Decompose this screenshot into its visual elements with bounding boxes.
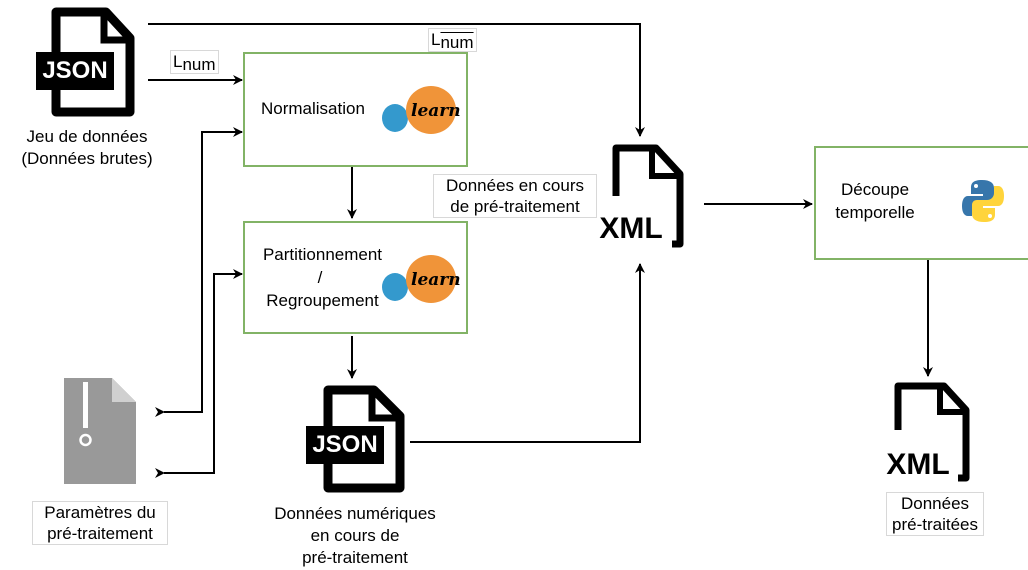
num-json-icon-text: JSON [312,431,378,458]
num-json-label-2: en cours de [310,526,400,545]
sklearn-logo [382,86,456,134]
partitionnement-box: Partitionnement / Regroupement scikit le… [243,221,468,334]
sklearn-logo [382,255,456,303]
decoupe-line1: Découpe [840,180,910,199]
num-json-label-3: pré-traitement [302,548,408,567]
normalisation-label: Normalisation [261,99,365,118]
partitionnement-line1: Partitionnement [262,245,383,264]
edge-json-to-xml [410,263,645,443]
decoupe-line2: temporelle [835,203,915,222]
python-logo-icon [962,180,1004,222]
xml-mid-icon-text: XML [599,212,663,245]
sklearn-logo-text: learn [411,101,461,121]
params-label: Paramètres du pré-traitement [32,501,168,545]
sklearn-small-text: scikit [417,80,431,86]
edge-label-lnum-bar: Lnum [428,28,477,52]
xml-out-label: Données pré-traitées [886,492,984,536]
decoupe-box: Découpe temporelle [814,146,1028,260]
edge-label-donnees-en-cours: Données en cours de pré-traitement [433,174,597,218]
sklearn-small-text: scikit [417,249,431,255]
edge-label-lnum: Lnum [170,50,219,74]
edge-params-part [155,269,243,478]
raw-json-label-1: Jeu de données [26,127,148,146]
normalisation-box: Normalisation scikit learn [243,52,468,167]
partitionnement-line2: / [317,268,323,287]
xml-out-icon-text: XML [886,448,950,481]
partitionnement-line3: Regroupement [266,291,379,310]
edge-raw-to-xml [148,23,645,137]
raw-json-icon-text: JSON [42,57,108,84]
sklearn-logo-text: learn [411,270,461,290]
raw-json-label-2: (Données brutes) [21,149,153,168]
num-json-label-1: Données numériques [274,504,436,523]
